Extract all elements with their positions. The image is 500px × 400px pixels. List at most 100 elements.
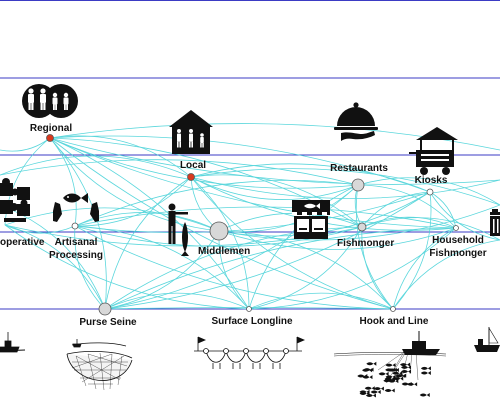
artisanal-node: [71, 222, 79, 230]
network-edge: [190, 176, 359, 200]
fish-glyph: [385, 363, 396, 368]
network-edge: [74, 176, 192, 227]
surface-longline-label: Surface Longline: [211, 316, 293, 327]
fish-glyph: [359, 391, 370, 396]
network-edge: [361, 226, 394, 310]
network-edge: [248, 292, 394, 310]
network-edge: [74, 225, 106, 310]
network-edge: [218, 227, 457, 250]
hook-line-boat-icon: [333, 331, 447, 398]
network-edge: [49, 137, 220, 232]
network-edge: [190, 174, 363, 228]
kiosks-label: Kiosks: [414, 175, 448, 186]
fishmonger-label: Fishmonger: [337, 238, 395, 249]
network-edge: [4, 224, 250, 310]
network-edge: [0, 159, 359, 186]
middlemen-label: Middlemen: [198, 246, 251, 257]
longline-icon: [194, 336, 306, 369]
network-edge: [0, 155, 192, 178]
network-edge: [190, 176, 394, 310]
artisanal-label-2: Processing: [49, 250, 103, 261]
fish-glyph: [365, 393, 376, 398]
network-edge: [74, 225, 394, 310]
fishmonger-node: [357, 222, 367, 232]
network-edge: [74, 225, 250, 310]
local-label: Local: [179, 160, 207, 171]
network-edge: [361, 216, 457, 229]
middlemen-node: [209, 221, 229, 241]
fish-glyph: [366, 361, 377, 366]
regional-label: Regional: [29, 123, 73, 134]
fish-glyph: [401, 369, 412, 374]
fish-glyph: [392, 371, 403, 376]
network-edge: [248, 227, 457, 310]
restaurants-node: [351, 178, 365, 192]
house-family-icon: [169, 110, 213, 154]
network-edge: [49, 137, 394, 310]
household-node: [453, 225, 459, 231]
household-label-1: Household: [432, 235, 484, 246]
kiosks-node: [426, 188, 434, 196]
fish-glyph: [401, 365, 412, 370]
fish-glyph: [419, 392, 430, 397]
network-edge: [392, 191, 432, 310]
fish-glyph: [370, 390, 381, 395]
network-edge: [218, 204, 500, 241]
small-boat-icon: [474, 326, 500, 352]
purse-seine-label: Purse Seine: [79, 317, 137, 328]
fish-glyph: [420, 371, 431, 376]
network-edge: [104, 191, 431, 310]
cooperative-label: operative: [0, 237, 45, 248]
cloche-icon: [334, 102, 378, 141]
network-edge: [190, 176, 250, 310]
purse-seine-node: [98, 302, 112, 316]
puzzle-icon: [0, 178, 30, 222]
network-edge: [4, 224, 76, 234]
network-edge: [74, 212, 220, 232]
people-icon: [22, 84, 78, 118]
fish-glyph: [357, 374, 368, 379]
surface-longline-node: [246, 306, 252, 312]
fish-shop-icon: [292, 200, 330, 239]
restaurants-label: Restaurants: [330, 163, 388, 174]
fish-glyph: [378, 371, 389, 376]
network-edge: [49, 137, 250, 310]
network-edge: [190, 176, 500, 199]
fish-glyph: [363, 367, 374, 372]
network-edge: [218, 191, 431, 237]
network-edge: [49, 137, 500, 185]
network-edge: [248, 226, 363, 310]
fish-glyph: [373, 386, 384, 391]
network-edge: [104, 230, 220, 310]
network-edge: [392, 239, 500, 310]
fish-glyph: [396, 373, 407, 378]
network-edge: [49, 137, 457, 229]
network-edge: [355, 184, 394, 310]
network-edge: [104, 292, 250, 310]
regional-node: [46, 134, 54, 142]
person-pointing-fish-icon: [168, 203, 189, 256]
fish-glyph: [393, 376, 404, 381]
network-edge: [104, 227, 457, 310]
kiosk-cart-icon: [409, 127, 458, 175]
network-edge: [104, 176, 192, 310]
fish-glyph: [400, 362, 411, 367]
local-node: [187, 173, 195, 181]
network-edge: [74, 191, 431, 233]
network-edge: [429, 191, 457, 229]
purse-seine-boat-icon: [0, 332, 133, 391]
trash-bin-icon: [490, 209, 500, 236]
fish-glyph: [401, 381, 412, 386]
network-edge: [0, 137, 51, 152]
network-edge: [218, 230, 394, 310]
fish-glyph: [384, 388, 395, 393]
fish-glyph: [364, 386, 375, 391]
network-edge: [392, 227, 457, 310]
household-label-2: Fishmonger: [429, 248, 487, 259]
hook-line-label: Hook and Line: [359, 316, 429, 327]
fish-glyph: [386, 368, 397, 373]
network-edge: [357, 184, 457, 229]
network-edge: [218, 230, 250, 310]
artisanal-label-1: Artisanal: [54, 237, 98, 248]
